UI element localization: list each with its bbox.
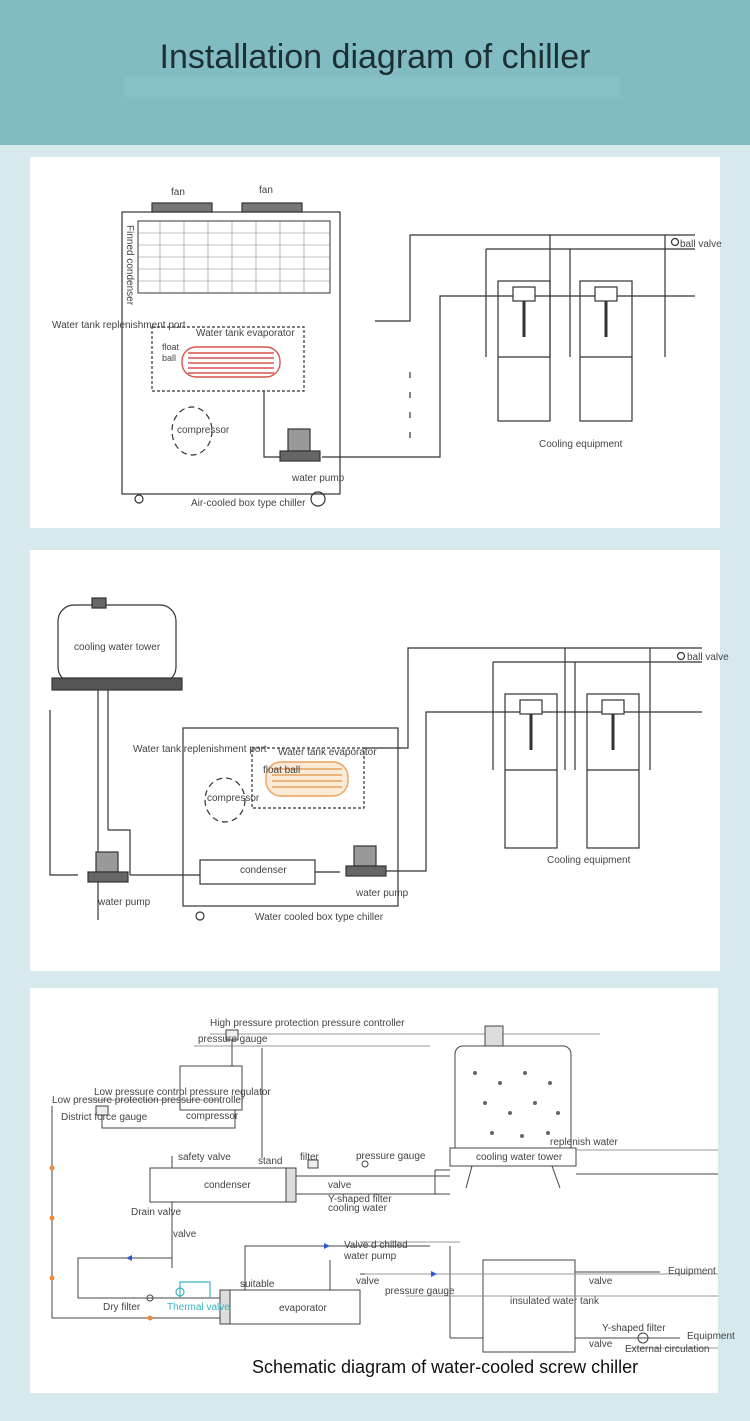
water-tank bbox=[251, 747, 365, 809]
equipment-bottom-label: Equipment bbox=[687, 1331, 735, 1342]
chilled-water-pump-label: Valve d chilled water pump bbox=[344, 1240, 408, 1262]
cooling-water-pump-label: cooling water bbox=[328, 1203, 387, 1214]
cooling-tower-label: cooling water tower bbox=[476, 1152, 563, 1163]
water-pump-label: water pump bbox=[292, 473, 345, 484]
y-filter-label: Y-shaped filter bbox=[328, 1194, 392, 1205]
thermal-valve-label: Thermal valve bbox=[167, 1302, 230, 1313]
ball-valve-symbol bbox=[676, 651, 686, 661]
header-banner: Installation diagram of chiller bbox=[0, 0, 750, 145]
high-pressure-label: High pressure protection pressure contro… bbox=[210, 1018, 405, 1029]
cooling-equipment-label: Cooling equipment bbox=[539, 439, 623, 450]
pump-right-motor bbox=[353, 845, 377, 867]
y-filter-right-label: Y-shaped filter bbox=[602, 1323, 666, 1334]
chiller-cabinet bbox=[121, 211, 341, 495]
pump-left-motor bbox=[95, 851, 119, 873]
schematic-caption: Schematic diagram of water-cooled screw … bbox=[252, 1357, 639, 1377]
evaporator-coil bbox=[181, 346, 281, 378]
valve-mid-label: valve bbox=[356, 1276, 380, 1287]
evaporator-label: Water tank evaporator bbox=[196, 328, 295, 339]
pressure-gauge-low-label: pressure gauge bbox=[385, 1286, 455, 1297]
condenser-label: condenser bbox=[240, 865, 287, 876]
insulated-tank-label: insulated water tank bbox=[510, 1296, 599, 1307]
pump-motor bbox=[287, 428, 311, 452]
float-ball-label: float ball bbox=[263, 765, 301, 776]
fan-right-label: fan bbox=[259, 185, 273, 196]
compressor-label: compressor bbox=[207, 793, 260, 804]
water-pump-left-label: water pump bbox=[98, 897, 151, 908]
fan-left-label: fan bbox=[171, 187, 185, 198]
title-shadow bbox=[125, 76, 620, 98]
chiller-label: Air-cooled box type chiller bbox=[191, 498, 306, 509]
valve-right-top-label: valve bbox=[589, 1276, 613, 1287]
drain-valve-label: Drain valve bbox=[131, 1207, 182, 1218]
stand-label: stand bbox=[258, 1156, 283, 1167]
valve-condenser-label: valve bbox=[328, 1180, 352, 1191]
panel-water-cooled: cooling water tower Water tank replenish… bbox=[30, 550, 729, 971]
cooling-equipment-label: Cooling equipment bbox=[547, 855, 631, 866]
evaporator-label: evaporator bbox=[279, 1303, 327, 1314]
water-tank bbox=[151, 326, 305, 392]
compressor-label: compressor bbox=[186, 1111, 239, 1122]
compressor-shape bbox=[204, 777, 246, 823]
external-circulation-label: External circulation bbox=[625, 1344, 710, 1355]
panel-screw-chiller: High pressure protection pressure contro… bbox=[30, 988, 735, 1393]
compressor-shape bbox=[171, 406, 213, 456]
ball-valve-label: ball valve bbox=[687, 652, 729, 663]
valve-drain-label: valve bbox=[173, 1229, 197, 1240]
filter-label: filter bbox=[300, 1152, 319, 1163]
ball-valve-symbol bbox=[670, 237, 680, 247]
compressor-body bbox=[179, 1065, 243, 1111]
condenser-label: condenser bbox=[204, 1180, 251, 1191]
panel-air-cooled: fan fan Finned condenser Water tank repl… bbox=[30, 157, 722, 528]
replenishment-port-label: Water tank replenishment port bbox=[52, 320, 186, 331]
air-cooled-diagram bbox=[121, 202, 695, 507]
page-title: Installation diagram of chiller bbox=[159, 38, 591, 76]
screw-chiller-diagram bbox=[49, 1025, 718, 1353]
water-cooled-diagram bbox=[49, 597, 702, 921]
chiller-label: Water cooled box type chiller bbox=[255, 912, 384, 923]
fan-left bbox=[151, 202, 213, 213]
evaporator-label: Water tank evaporator bbox=[278, 747, 377, 758]
cooling-unit-2 bbox=[579, 280, 633, 422]
pressure-gauge-top-label: pressure gauge bbox=[198, 1034, 268, 1045]
district-force-gauge-label: District force gauge bbox=[61, 1112, 148, 1123]
dry-filter-label: Dry filter bbox=[103, 1302, 141, 1313]
pressure-gauge-mid-label: pressure gauge bbox=[356, 1151, 426, 1162]
ball-valve-label: ball valve bbox=[680, 239, 722, 250]
safety-valve-label: safety valve bbox=[178, 1152, 231, 1163]
cooling-unit-1 bbox=[504, 693, 558, 849]
valve-right-bottom-label: valve bbox=[589, 1339, 613, 1350]
cooling-unit-1 bbox=[497, 280, 551, 422]
insulated-tank-body bbox=[482, 1259, 576, 1353]
water-pump-right-label: water pump bbox=[356, 888, 409, 899]
finned-condenser-label: Finned condenser bbox=[124, 225, 135, 306]
low-pressure-regulator-label: Low pressure control pressure regulator bbox=[94, 1087, 271, 1098]
replenishment-port-label: Water tank replenishment port bbox=[133, 744, 267, 755]
chiller-box bbox=[182, 727, 399, 907]
compressor-label: compressor bbox=[177, 425, 230, 436]
cooling-tower-label: cooling water tower bbox=[74, 642, 161, 653]
low-pressure-protection-label: Low pressure protection pressure control… bbox=[52, 1095, 245, 1106]
cooling-unit-2 bbox=[586, 693, 640, 849]
suitable-label: suitable bbox=[240, 1279, 275, 1290]
thermal-valve-symbol bbox=[175, 1281, 211, 1298]
fan-right bbox=[241, 202, 303, 213]
evaporator-coil bbox=[265, 761, 349, 797]
float-ball-label: float ball bbox=[162, 342, 180, 363]
replenish-water-label: replenish water bbox=[550, 1137, 618, 1148]
equipment-top-label: Equipment bbox=[668, 1266, 716, 1277]
